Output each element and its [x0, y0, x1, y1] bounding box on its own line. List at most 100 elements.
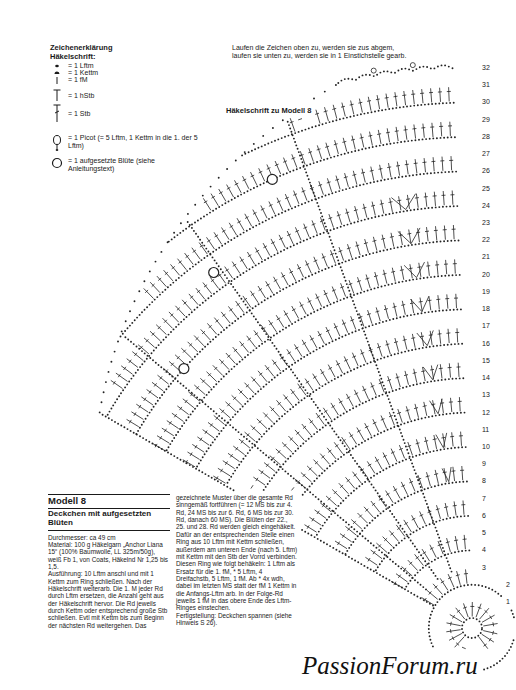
chain-stitch — [162, 291, 164, 293]
double-crochet — [335, 140, 339, 154]
chain-stitch — [350, 544, 352, 546]
double-crochet-bar — [149, 390, 151, 393]
chain-stitch — [461, 624, 463, 626]
chain-stitch — [197, 220, 199, 222]
double-crochet — [251, 425, 262, 435]
double-crochet-bar — [397, 200, 401, 202]
chain-stitch — [208, 391, 210, 393]
chain-stitch — [332, 120, 334, 122]
double-crochet — [316, 413, 324, 425]
double-crochet — [415, 404, 419, 418]
double-crochet — [391, 449, 397, 462]
double-crochet-bar — [389, 201, 393, 203]
double-crochet — [336, 360, 342, 373]
chain-stitch — [263, 182, 265, 184]
double-crochet — [435, 470, 438, 484]
chain-stitch — [234, 197, 236, 199]
double-crochet-bar — [274, 280, 278, 282]
double-crochet-bar — [155, 444, 157, 447]
double-crochet — [357, 428, 364, 440]
chain-stitch — [366, 525, 368, 527]
chain-stitch — [259, 184, 261, 186]
chain-stitch — [452, 67, 454, 69]
chain-stitch — [422, 138, 424, 140]
chain-stitch — [315, 389, 317, 391]
double-crochet-bar — [384, 309, 388, 310]
chain-stitch — [240, 461, 242, 463]
chain-stitch — [323, 232, 325, 234]
double-crochet — [461, 466, 463, 480]
chain-stitch — [481, 585, 483, 587]
chain-stitch — [130, 378, 132, 380]
double-crochet — [207, 323, 216, 334]
fan-stitch — [427, 330, 433, 345]
chain-stitch — [369, 253, 371, 255]
chain-stitch — [374, 111, 376, 113]
chain-stitch — [333, 156, 335, 158]
chain-stitch — [313, 311, 315, 313]
double-crochet-bar — [378, 544, 381, 547]
double-crochet-bar — [463, 539, 467, 540]
double-crochet-bar — [277, 201, 281, 203]
chain-stitch — [384, 285, 386, 287]
fan-stitch — [433, 365, 438, 380]
chain-stitch — [273, 294, 275, 296]
double-crochet — [261, 206, 267, 219]
chain-stitch — [462, 377, 464, 379]
double-crochet-bar — [386, 132, 390, 134]
chain-stitch — [419, 66, 421, 68]
chain-stitch — [358, 76, 360, 78]
double-crochet — [163, 368, 174, 377]
double-crochet — [339, 398, 346, 410]
double-crochet — [386, 94, 388, 108]
chain-stitch — [232, 473, 234, 475]
chain-stitch — [212, 251, 214, 253]
chain-stitch — [264, 259, 266, 261]
double-crochet-bar — [306, 381, 309, 383]
chain-stitch — [351, 151, 353, 153]
chain-stitch — [412, 456, 414, 458]
double-crochet-bar — [205, 431, 207, 434]
double-crochet-bar — [342, 323, 346, 325]
double-crochet-bar — [312, 224, 316, 226]
chain-stitch — [292, 170, 294, 172]
chain-stitch — [380, 180, 382, 182]
chain-stitch — [301, 399, 303, 401]
fan-stitch — [436, 435, 444, 448]
chain-stitch — [440, 241, 442, 243]
double-crochet — [157, 436, 169, 443]
double-crochet-bar — [361, 172, 365, 174]
double-crochet — [355, 206, 359, 220]
double-crochet — [147, 390, 158, 398]
double-crochet-bar — [295, 230, 299, 232]
chain-stitch — [410, 105, 412, 107]
double-crochet-bar — [351, 139, 355, 141]
chain-stitch — [472, 617, 474, 619]
double-crochet-bar — [401, 485, 405, 487]
double-crochet-bar — [318, 334, 322, 336]
chain-stitch — [124, 330, 126, 332]
double-crochet — [454, 501, 456, 515]
chain-stitch — [367, 438, 369, 440]
chain-stitch — [301, 203, 303, 205]
double-crochet-bar — [490, 616, 492, 619]
chain-stitch — [355, 257, 357, 259]
chain-stitch — [356, 488, 358, 490]
chain-stitch — [385, 508, 387, 510]
double-crochet-bar — [389, 415, 393, 416]
double-crochet — [361, 349, 366, 362]
double-crochet-bar — [470, 606, 474, 607]
double-crochet — [345, 526, 356, 535]
double-crochet-bar — [370, 170, 374, 172]
chain-stitch — [203, 216, 205, 218]
chain-stitch — [328, 516, 330, 518]
chain-stitch — [379, 471, 381, 473]
chain-stitch — [254, 148, 256, 150]
chain-stitch — [212, 338, 214, 340]
chain-stitch — [212, 210, 214, 212]
double-crochet-bar — [278, 402, 281, 405]
double-crochet — [450, 615, 462, 623]
chain-stitch — [422, 526, 424, 528]
double-crochet — [345, 173, 349, 187]
double-crochet — [436, 226, 437, 240]
